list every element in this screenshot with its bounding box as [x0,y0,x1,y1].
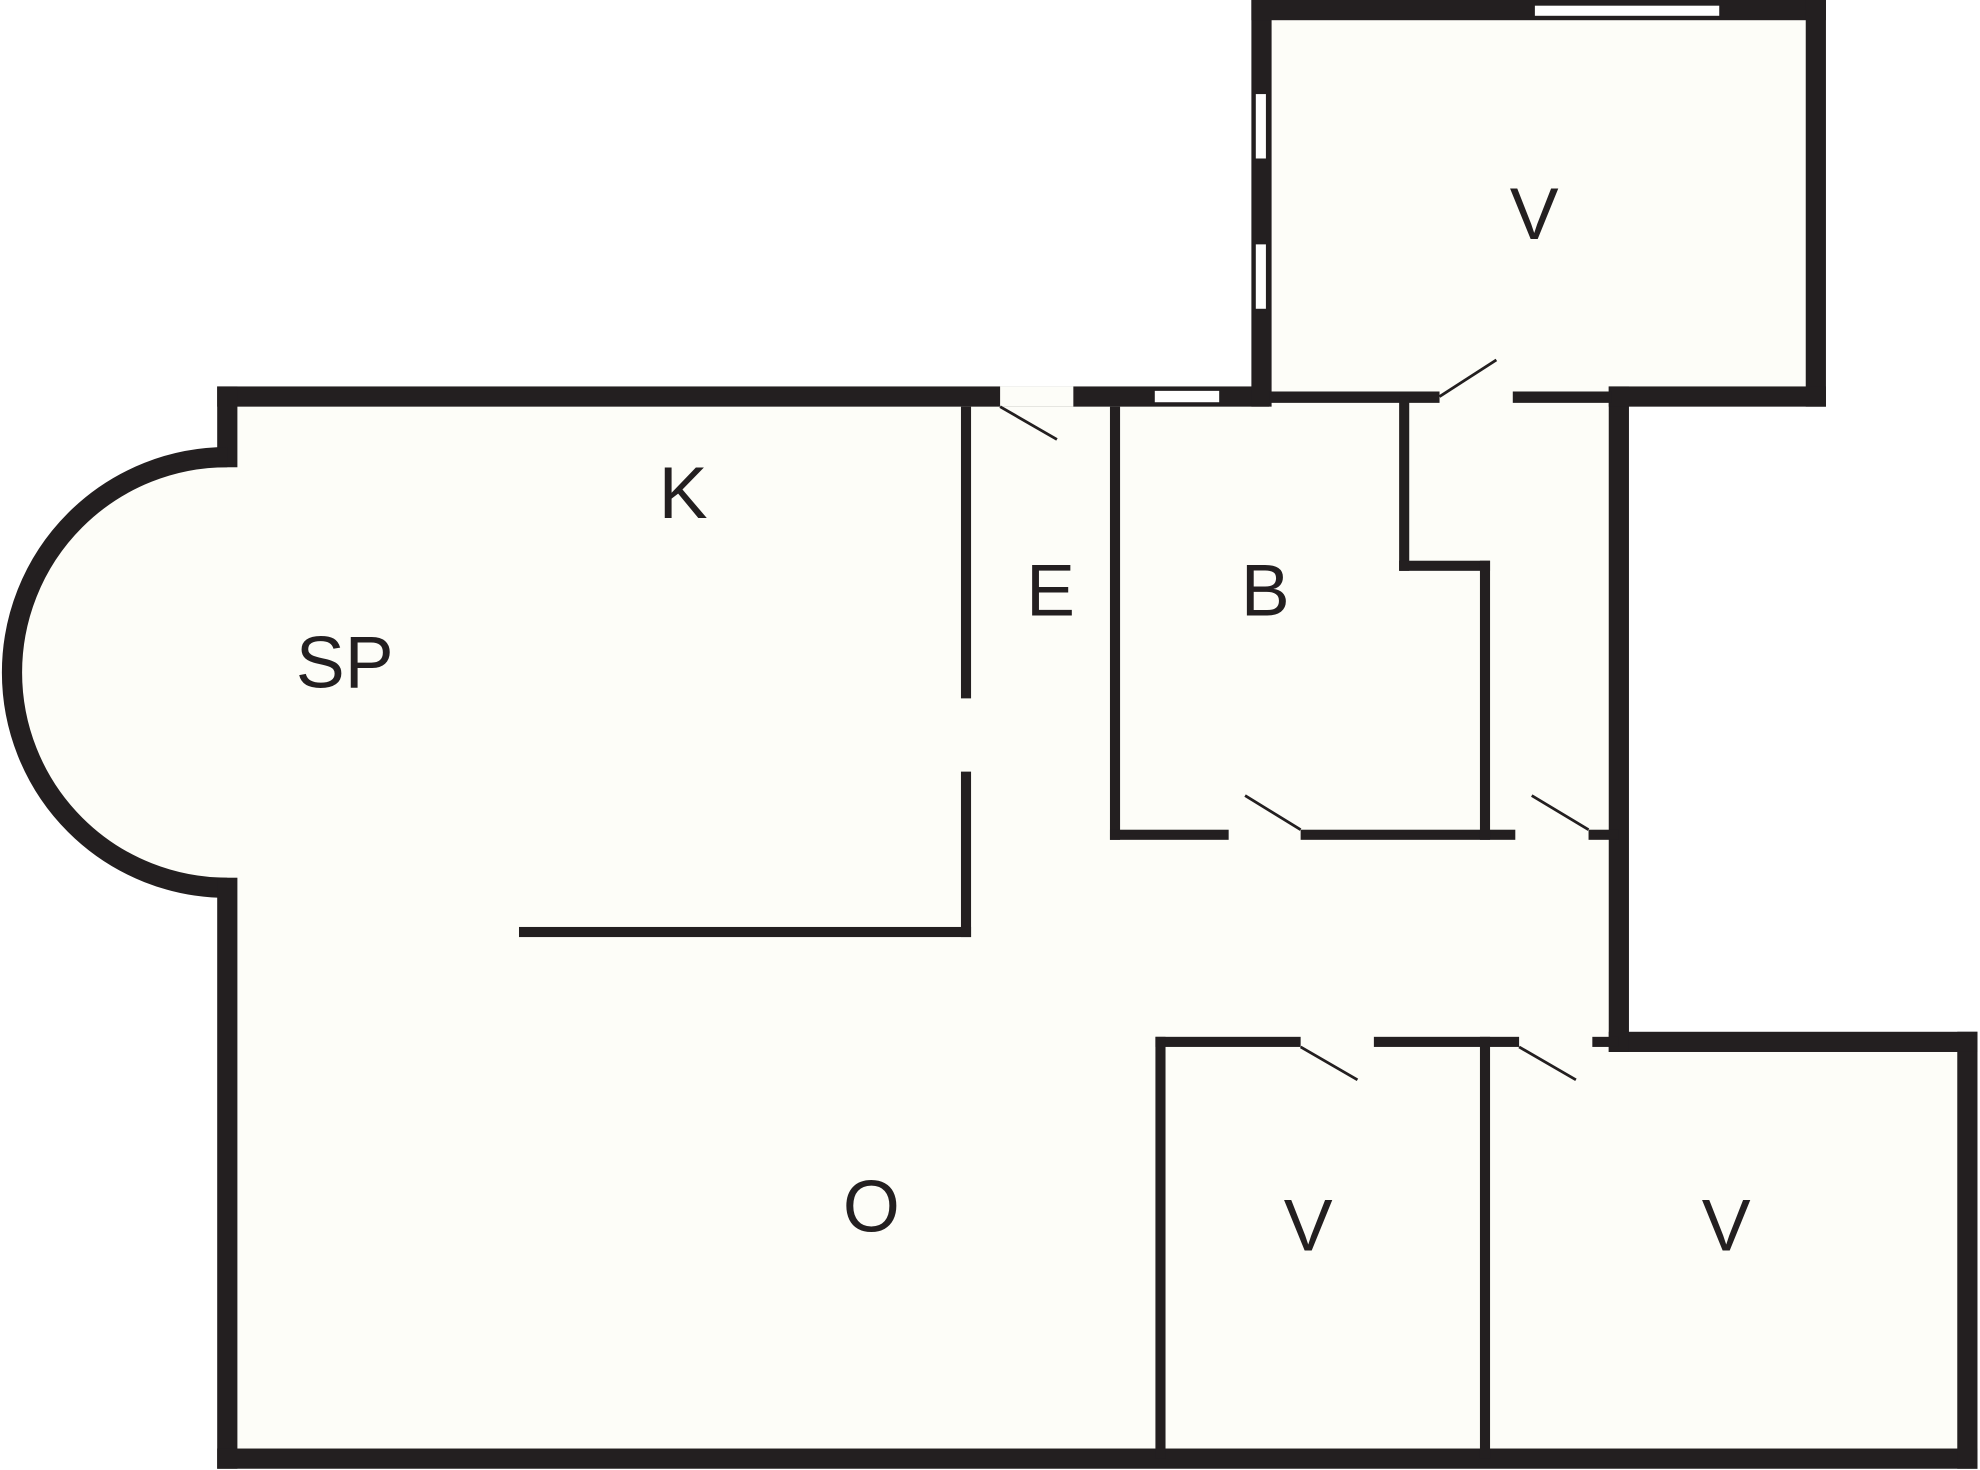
window [1153,389,1221,404]
floor-top-right-room [1261,10,1816,397]
window [1254,243,1268,311]
floor-main [11,396,1968,1459]
room-label-bottom-middle: V [1284,1185,1333,1267]
room-label-top-right: V [1510,173,1559,255]
door [1244,794,1302,831]
room-label-bottom-right: V [1702,1185,1751,1267]
room-label-dining: SP [296,621,394,703]
room-label-hall: E [1026,549,1075,631]
inner-walls [518,396,1619,1459]
door [999,405,1058,441]
entrance-door-opening [1000,386,1074,407]
room-label-kitchen: K [659,452,708,534]
room-label-bathroom: B [1241,549,1290,631]
door [1299,1045,1359,1081]
door [1531,794,1590,831]
door [1438,358,1498,398]
window [1254,92,1268,160]
door [1518,1045,1577,1081]
room-label-living: O [843,1166,900,1248]
window [1533,4,1721,18]
door-swings [999,358,1590,1081]
